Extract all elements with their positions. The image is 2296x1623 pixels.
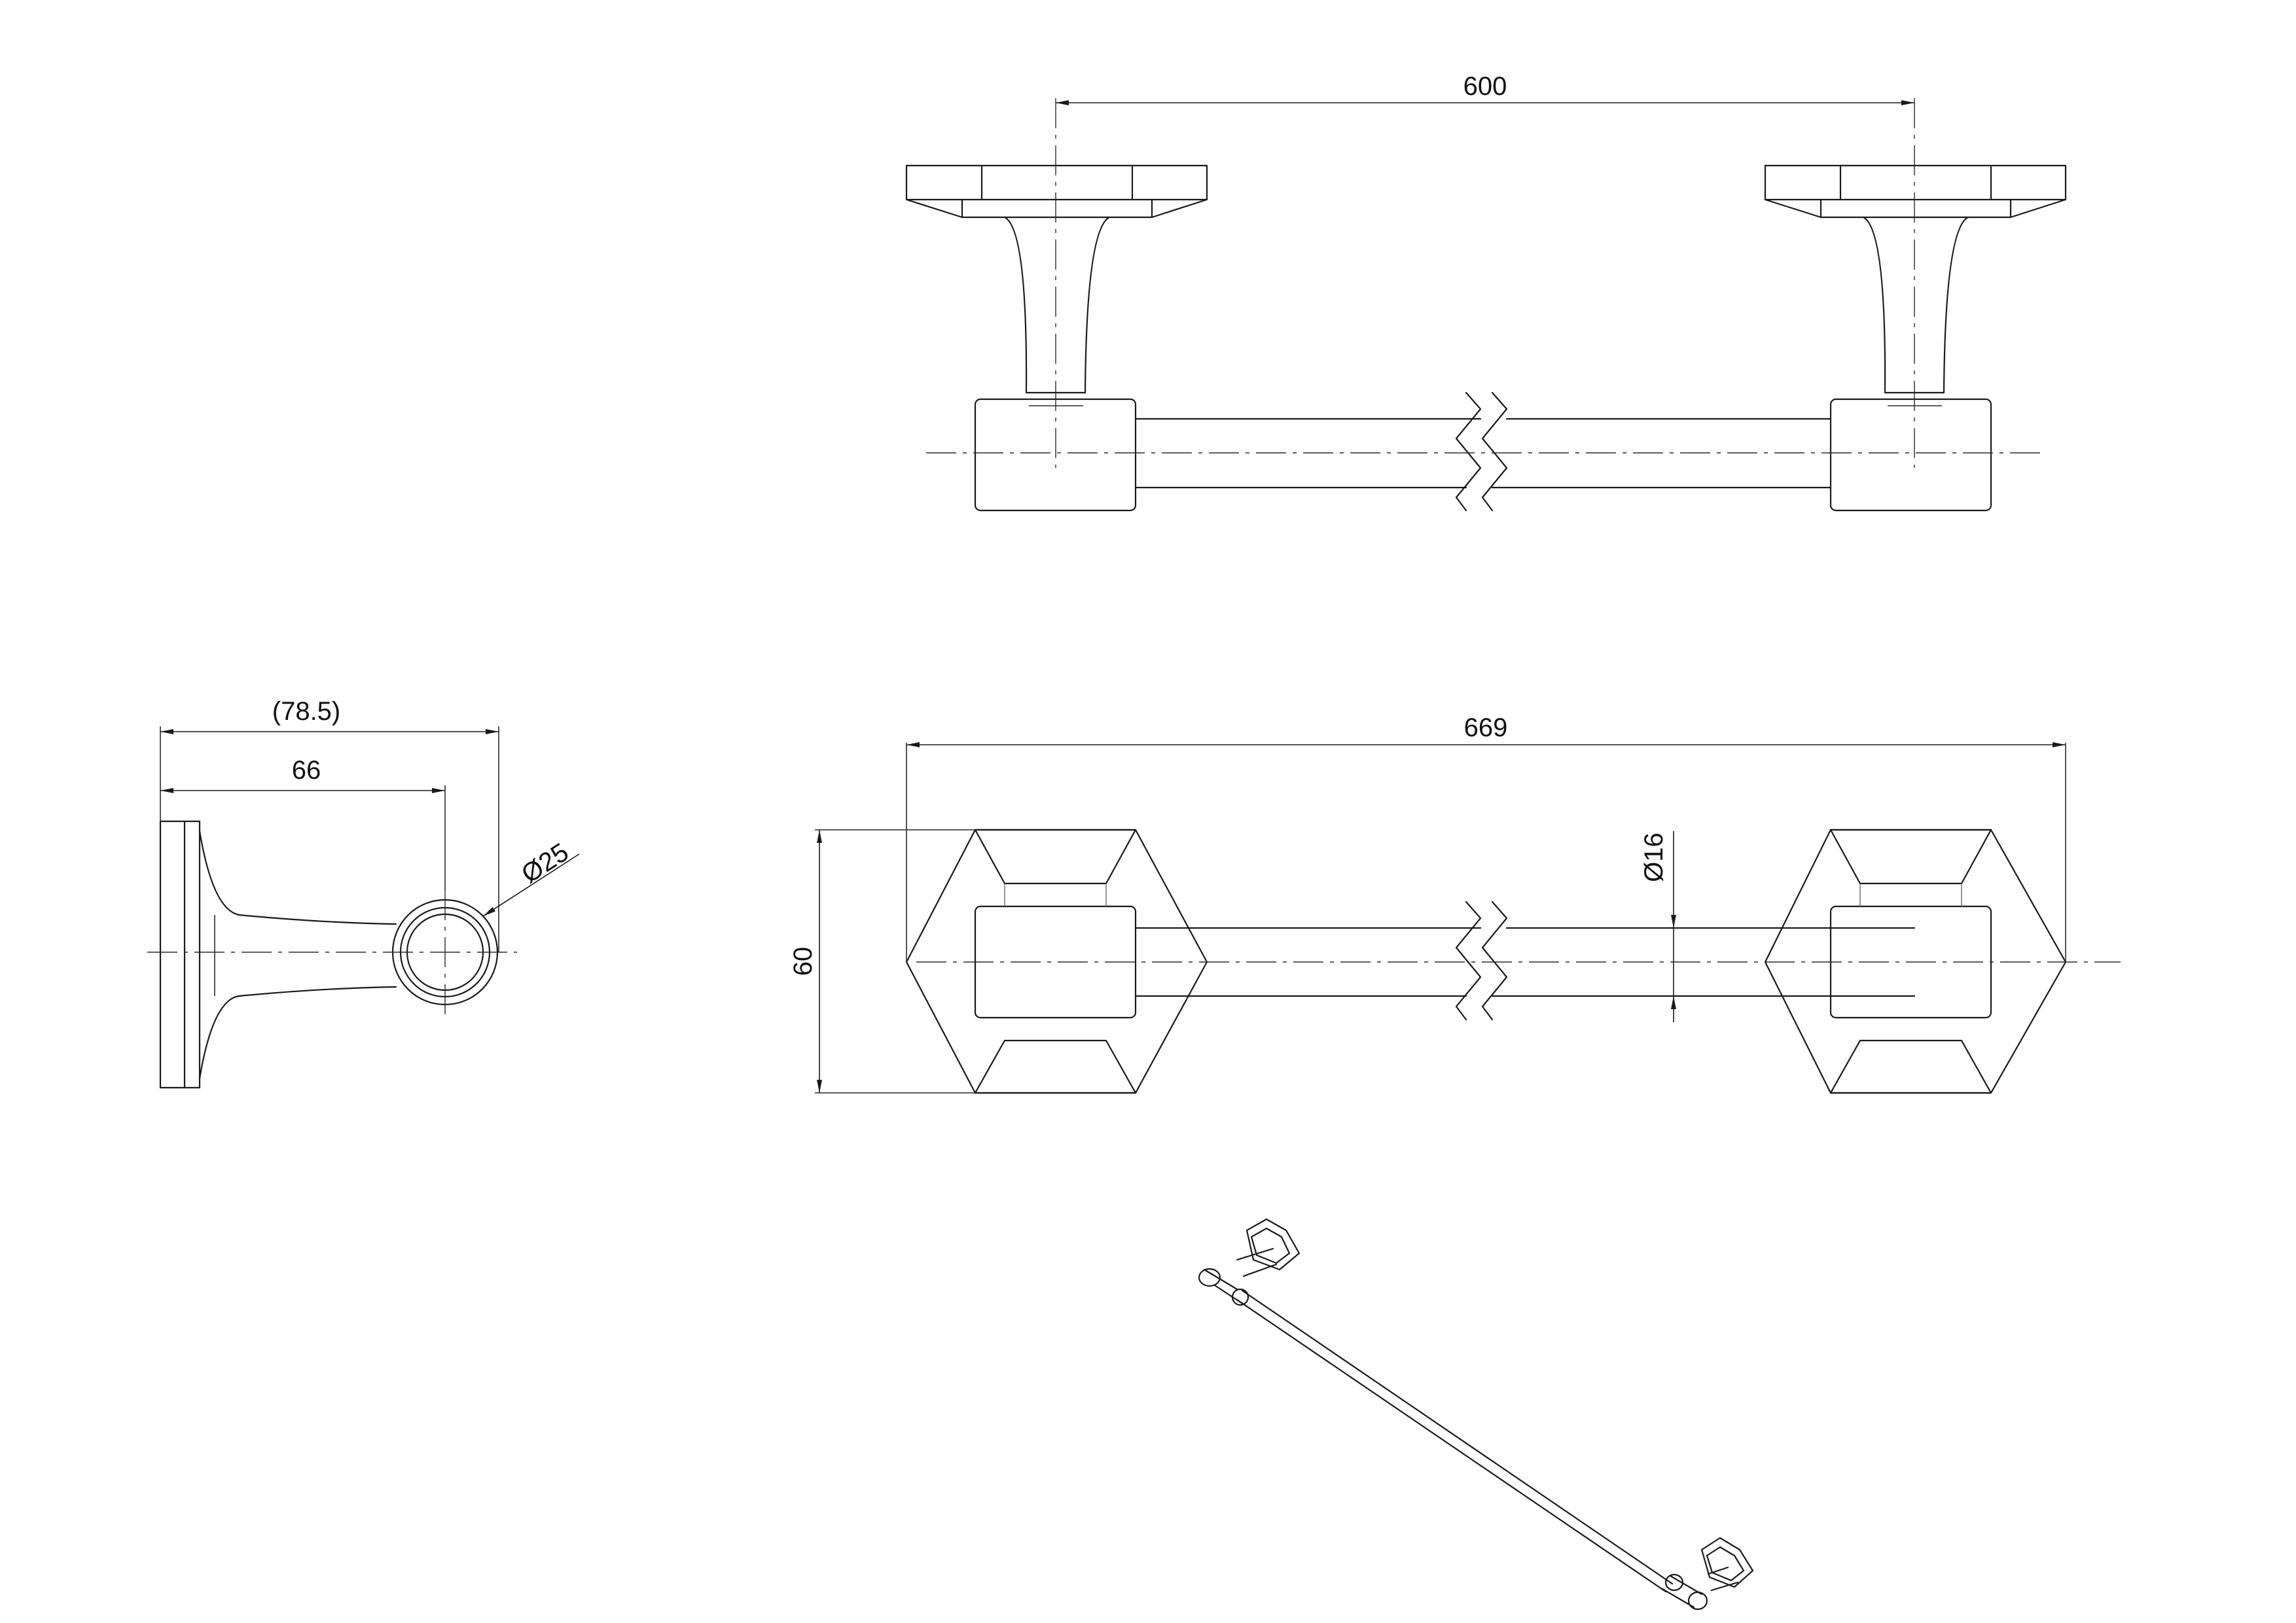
iso-lower-plate [1700,1537,1754,1588]
isometric-view [1198,1218,1754,1611]
side-view: (78.5) 66 Ø25 [147,697,580,1089]
dim-label-66: 66 [292,756,321,785]
iso-lower-head [1661,1573,1708,1611]
top-view-right-neck [1862,216,1969,406]
front-view-right-plate [1764,829,2067,1094]
break-mark [1481,901,1508,1021]
front-view: 669 60 Ø16 [789,713,2121,1094]
front-view-bar [1134,901,1916,1021]
side-view-wall-plate [159,820,201,1089]
iso-rod [1241,1289,1674,1585]
top-view: 600 [905,72,2067,512]
dim-label-669: 669 [1464,713,1508,742]
iso-upper-head [1198,1268,1249,1306]
side-view-neck [198,830,397,925]
top-view-left-plate [905,164,1208,219]
front-view-left-plate [905,829,1208,1094]
dim-label-78-5: (78.5) [272,697,341,726]
top-view-right-head [1829,398,1992,512]
dim-label-600: 600 [1463,72,1507,101]
top-view-left-neck [1003,216,1111,406]
break-mark [1481,391,1508,512]
iso-upper-plate [1246,1218,1300,1271]
break-mark [1455,391,1482,512]
dim-label-60: 60 [789,947,817,976]
dim-label-25: Ø25 [516,838,573,889]
top-view-right-plate [1764,164,2067,219]
top-view-bar [1134,391,1832,512]
dim-label-16: Ø16 [1640,832,1668,882]
dim-line-25 [482,853,580,917]
break-mark [1455,901,1482,1021]
